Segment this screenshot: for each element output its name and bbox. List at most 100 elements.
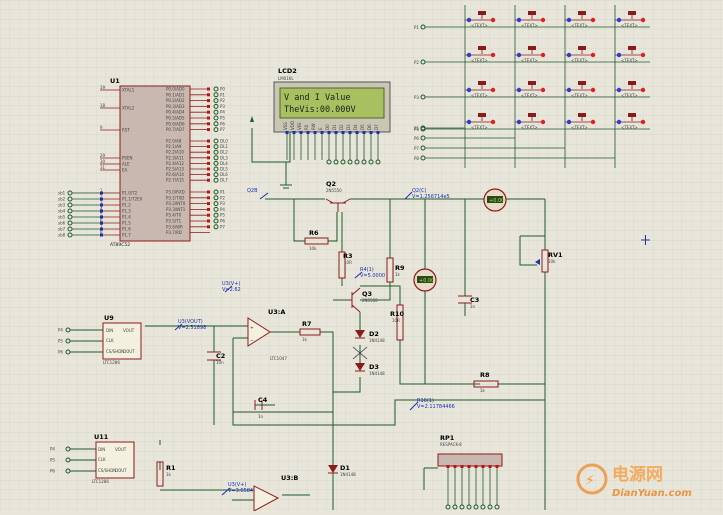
ammeter[interactable]: +0.00 (413, 268, 437, 292)
resistor-r9[interactable]: R9 1k (386, 257, 405, 283)
probe-u3v[interactable]: U3(V+) V=2.62 (222, 281, 241, 293)
resistor-r3[interactable]: R3 10R (338, 251, 353, 279)
d2-val: 1N4148 (369, 338, 385, 343)
adc-u9[interactable]: U9 DIN CLK CS/SHDN VOUT DOUT LTC1286 (102, 314, 142, 365)
keypad-button[interactable]: <TEXT> (615, 46, 646, 63)
resistor-r10[interactable]: R10 10R (390, 304, 405, 341)
lcd-module[interactable]: LCD2 LM016L V and I Value TheVis:00.000V… (273, 67, 391, 165)
svg-text:Q2B: Q2B (247, 188, 258, 194)
svg-text:U3(VOUT): U3(VOUT) (178, 319, 203, 325)
u1-net-label: sb1 (58, 191, 66, 196)
r7-ref: R7 (302, 320, 312, 328)
keypad-button[interactable]: <TEXT> (565, 46, 596, 63)
u1-pin-label: P1.2 (122, 203, 131, 208)
u1-pin-label: P0.1/AD1 (166, 92, 185, 97)
resistor-r7[interactable]: R7 1k (299, 320, 321, 342)
keypad-button[interactable]: <TEXT> (565, 113, 596, 130)
potentiometer-rv1[interactable]: RV1 10k (535, 249, 563, 273)
svg-text:R10(1): R10(1) (417, 398, 434, 404)
u1-net-label: P7 (220, 224, 225, 229)
keypad-button[interactable]: <TEXT> (515, 11, 546, 28)
lcd-pin-label: RW (311, 123, 316, 130)
svg-text:Q2(C): Q2(C) (412, 188, 427, 194)
lcd-pin-label: VEE (297, 122, 302, 130)
keypad-button[interactable]: <TEXT> (565, 81, 596, 98)
cursor-crosshair (641, 235, 650, 245)
keypad-button[interactable]: <TEXT> (565, 11, 596, 28)
keypad-row-net: P2 (414, 60, 419, 65)
svg-text:V=2.62: V=2.62 (222, 287, 241, 293)
keypad-button[interactable]: <TEXT> (515, 113, 546, 130)
u1-pin-label: P1.1/T2EX (122, 197, 143, 202)
lcd-screen (279, 87, 385, 119)
u1-pin-number: 9 (100, 125, 103, 130)
probe-r10[interactable]: R10(1) V=2.11784466 (409, 398, 455, 411)
keypad-button[interactable]: <TEXT> (515, 46, 546, 63)
capacitor-c3[interactable]: C3 1n (458, 295, 479, 309)
diode-d1[interactable]: D1 1N4148 (328, 464, 356, 477)
u3b-ref: U3:B (281, 474, 298, 482)
u1-pin-label: P2.7/A15 (166, 178, 184, 183)
c4-val: 1n (258, 414, 264, 419)
u1-pin-number: 8 (100, 230, 103, 235)
svg-text:<TEXT>: <TEXT> (621, 23, 638, 28)
capacitor-c2[interactable]: C2 10n (207, 351, 225, 365)
r3-ref: R3 (343, 252, 353, 260)
c2-val: 10n (216, 360, 224, 365)
r3-val: 10R (344, 260, 352, 265)
diode-d2[interactable]: D2 1N4148 (355, 330, 385, 343)
resistor-r6[interactable]: R6 10k (304, 229, 329, 251)
u1-pin-label: P3.5/T1 (166, 219, 182, 224)
diode-d3[interactable]: D3 1N4148 (355, 363, 385, 376)
transistor-q2[interactable]: Q2 2N5550 (325, 180, 351, 212)
lcd-pin-label: D7 (374, 124, 379, 130)
svg-text:CS/SHDN: CS/SHDN (106, 349, 124, 354)
u1-pin-number: 7 (100, 224, 103, 229)
u1-pin-number: 1 (100, 188, 103, 193)
keypad-button[interactable]: <TEXT> (515, 81, 546, 98)
lcd-part: LM016L (278, 76, 294, 81)
u1-pin-label: P3.1/TXD (166, 195, 184, 200)
u1-net-label: P0 (220, 87, 225, 92)
probe-r4[interactable]: R4(1) V=5.0000 (354, 267, 385, 279)
lcd-wiring (250, 116, 292, 189)
lcd-pin-label: D4 (353, 124, 358, 130)
u1-net-label: P6 (220, 219, 225, 224)
svg-text:DOUT: DOUT (123, 349, 135, 354)
svg-text:<TEXT>: <TEXT> (521, 23, 538, 28)
u1-net-label: P5 (220, 116, 225, 121)
probe-u3vout[interactable]: U3(VOUT) V=2.51898 (174, 319, 206, 331)
keypad-button[interactable]: <TEXT> (465, 11, 496, 28)
keypad-button[interactable]: <TEXT> (615, 81, 646, 98)
resistor-r8[interactable]: R8 1k (473, 371, 499, 393)
u1-pin-label: P3.7/RD (166, 230, 182, 235)
mcu-u1[interactable]: U1 XTAL119XTAL218RST9PSEN29ALE30EA31P1.0… (58, 77, 228, 248)
svg-text:V=3.6584: V=3.6584 (228, 488, 253, 494)
voltmeter[interactable]: +0.00 (483, 188, 507, 212)
c4-ref: C4 (258, 396, 268, 404)
probe-q2b[interactable]: Q2B (247, 188, 269, 200)
resistor-r1[interactable]: R1 1k (156, 461, 176, 487)
u1-pin-number: 6 (100, 218, 103, 223)
capacitor-c4[interactable]: C4 1n (254, 396, 268, 419)
probe-q2c[interactable]: Q2(C) V=1.256714e5 (404, 188, 450, 200)
u1-net-label: sb5 (58, 215, 66, 220)
svg-text:DIN: DIN (106, 328, 113, 333)
keypad-button[interactable]: <TEXT> (615, 113, 646, 130)
probe-u3b[interactable]: U3(V+) V=3.6584 (221, 482, 253, 496)
opamp-u3a[interactable]: + − U3:A LTC1047 (247, 308, 287, 361)
respack-rp1[interactable]: RP1 RESPACK-8 (437, 434, 503, 510)
keypad-button[interactable]: <TEXT> (465, 46, 496, 63)
keypad-button[interactable]: <TEXT> (615, 11, 646, 28)
adc-u11[interactable]: U11 DIN CLK CS/SHDN VOUT DOUT LTC1286 (92, 433, 135, 484)
keypad-button[interactable]: <TEXT> (465, 81, 496, 98)
transistor-q3[interactable]: Q3 2N5550 (349, 287, 378, 313)
svg-text:<TEXT>: <TEXT> (571, 93, 588, 98)
u1-net-label: DL4 (220, 161, 228, 166)
watermark-en: DianYuan.com (612, 488, 692, 499)
u1-pin-label: P2.1/A9 (166, 144, 182, 149)
keypad-button[interactable]: <TEXT> (465, 113, 496, 130)
watermark-logo-icon (576, 463, 608, 495)
opamp-u3b[interactable]: U3:B (253, 474, 298, 512)
